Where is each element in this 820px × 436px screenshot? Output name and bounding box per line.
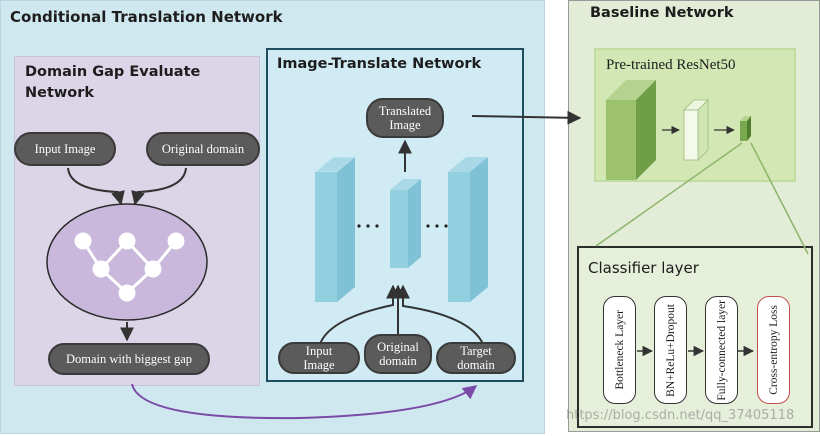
fully-connected-label: Fully-connected layer bbox=[715, 299, 728, 401]
feature-slab-center bbox=[390, 179, 421, 268]
dge-original-domain-node: Original domain bbox=[146, 132, 260, 166]
itn-input-image-label: Input Image bbox=[303, 344, 335, 372]
domain-biggest-gap-node: Domain with biggest gap bbox=[48, 343, 210, 375]
dge-input-image-label: Input Image bbox=[34, 142, 96, 156]
dge-input-image-node: Input Image bbox=[14, 132, 116, 166]
baseline-title: Baseline Network bbox=[590, 5, 734, 21]
itn-target-domain-node: Target domain bbox=[436, 342, 516, 374]
graph-network-ellipse bbox=[46, 203, 208, 321]
zoom-line-right bbox=[750, 142, 809, 255]
input-to-graph-arrow bbox=[67, 167, 125, 206]
resnet-title: Pre-trained ResNet50 bbox=[606, 57, 736, 73]
resnet-block-large bbox=[606, 80, 656, 180]
image-translate-title: Image-Translate Network bbox=[277, 56, 482, 72]
resnet-block-medium bbox=[683, 99, 709, 161]
bn-relu-dropout-box: BN+ReLu+Dropout bbox=[654, 296, 687, 404]
conditional-translation-title: Conditional Translation Network bbox=[10, 8, 283, 26]
translated-image-node: Translated Image bbox=[366, 98, 444, 138]
translated-image-label: Translated Image bbox=[378, 104, 432, 132]
bn-relu-dropout-label: BN+ReLu+Dropout bbox=[664, 303, 677, 397]
itn-original-domain-label: Original domain bbox=[377, 340, 419, 368]
input-to-slab-arrow bbox=[319, 284, 400, 345]
cross-entropy-loss-box: Cross-entropy Loss bbox=[757, 296, 790, 404]
target-to-slab-arrow bbox=[396, 284, 484, 345]
domain-gap-panel bbox=[14, 56, 260, 386]
resnet-block-small bbox=[740, 116, 751, 141]
bottleneck-layer-label: Bottleneck Layer bbox=[613, 310, 626, 390]
gap-to-target-curve-arrow bbox=[131, 383, 478, 420]
feature-slab-right bbox=[448, 157, 488, 302]
translated-to-baseline-arrow bbox=[471, 110, 582, 125]
fully-connected-box: Fully-connected layer bbox=[705, 296, 738, 404]
itn-original-domain-node: Original domain bbox=[364, 334, 432, 374]
watermark-text: https://blog.csdn.net/qq_37405118 bbox=[566, 408, 795, 423]
domain-gap-title: Domain Gap Evaluate Network bbox=[25, 64, 201, 101]
feature-slab-left bbox=[313, 156, 357, 302]
graph-network-nodes bbox=[74, 232, 185, 302]
zoom-line-left bbox=[595, 142, 743, 247]
classifier-title: Classifier layer bbox=[588, 259, 699, 277]
dge-original-domain-label: Original domain bbox=[161, 142, 245, 156]
domain-to-graph-arrow bbox=[131, 167, 187, 206]
cross-entropy-loss-label: Cross-entropy Loss bbox=[767, 305, 780, 395]
itn-input-image-node: Input Image bbox=[278, 342, 360, 374]
bottleneck-layer-box: Bottleneck Layer bbox=[603, 296, 636, 404]
itn-target-domain-label: Target domain bbox=[457, 344, 495, 372]
domain-biggest-gap-label: Domain with biggest gap bbox=[65, 352, 193, 366]
ellipsis-dots bbox=[357, 224, 448, 228]
